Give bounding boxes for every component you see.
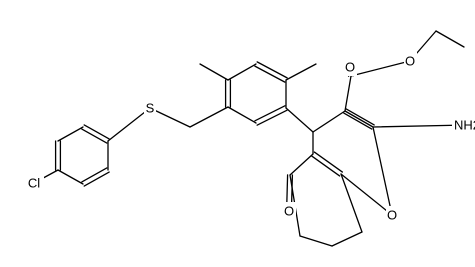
ester-oxygen-label: O (405, 54, 415, 69)
single-bond-line (149, 107, 191, 128)
double-bond-line (256, 109, 288, 126)
ketone-oxygen-label: O (284, 204, 294, 219)
single-bond-line (372, 126, 393, 216)
double-bond-line (345, 108, 375, 126)
single-bond-line (372, 124, 468, 128)
single-bond-line (289, 153, 314, 176)
carbonyl-oxygen-label: O (345, 60, 355, 75)
single-bond-line (285, 63, 317, 81)
single-bond-line (344, 110, 374, 128)
single-bond-line (199, 63, 229, 81)
double-bond-line (83, 124, 110, 140)
single-bond-line (57, 126, 84, 142)
single-bond-line (189, 106, 229, 128)
single-bond-line (227, 63, 257, 81)
ring-oxygen-label: O (387, 208, 397, 223)
double-bond-line (81, 167, 108, 183)
chlorine-atom-label: Cl (28, 176, 40, 191)
single-bond-line (344, 75, 352, 112)
double-bond-line (81, 128, 108, 144)
single-bond-line (57, 169, 84, 185)
single-bond-line (340, 173, 393, 216)
double-bond-line (310, 155, 341, 177)
double-bond-line (254, 65, 286, 83)
single-bond-line (331, 231, 363, 247)
atom-labels: Cl S O O NH2 O O (24, 52, 475, 224)
double-bond-line (343, 112, 373, 130)
single-bond-line (312, 110, 346, 133)
single-bond-line (350, 60, 411, 77)
double-bond-line (254, 105, 286, 122)
double-bond-line (256, 61, 288, 79)
bonds (33, 30, 468, 247)
double-bond-line (83, 171, 110, 187)
double-bond-line (313, 151, 344, 173)
single-bond-line (285, 107, 314, 133)
single-bond-line (227, 106, 257, 124)
single-bond-line (299, 235, 333, 247)
amino-group-label: NH2 (454, 118, 475, 133)
single-bond-line (340, 173, 363, 233)
single-bond-line (435, 30, 465, 48)
single-bond-line (107, 107, 151, 142)
sulfur-atom-label: S (146, 101, 155, 116)
